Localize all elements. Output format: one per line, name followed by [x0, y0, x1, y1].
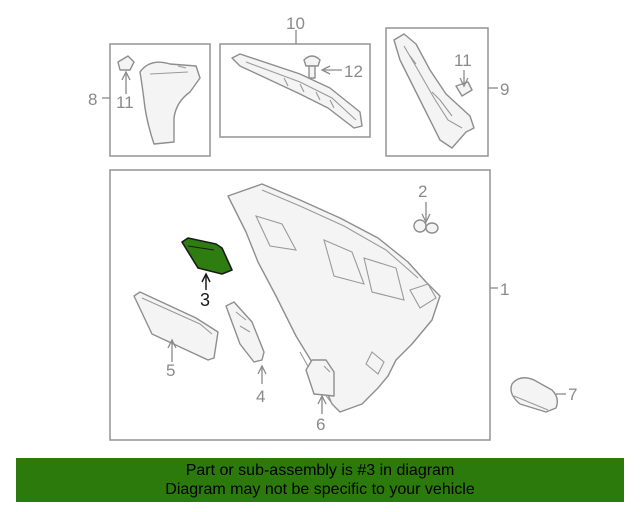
callout-11-left: 11	[116, 93, 134, 112]
callout-10: 10	[286, 14, 305, 33]
callout-5: 5	[166, 361, 175, 380]
callout-12: 12	[344, 62, 363, 81]
callout-1: 1	[500, 280, 509, 299]
callout-2: 2	[418, 182, 427, 201]
banner-line-2: Diagram may not be specific to your vehi…	[165, 481, 475, 498]
callout-9: 9	[500, 80, 509, 99]
pillar-trim-9	[393, 33, 475, 149]
group-box-1	[109, 169, 491, 441]
screw-12	[303, 55, 321, 79]
cover-3-highlighted	[181, 237, 233, 275]
group-box-8	[109, 43, 211, 157]
callout-6: 6	[316, 415, 325, 434]
bracket-4	[225, 301, 265, 363]
banner-line-1: Part or sub-assembly is #3 in diagram	[185, 462, 455, 479]
spoiler-garnish-10	[231, 53, 363, 129]
cover-6	[305, 359, 335, 397]
group-box-10	[219, 43, 371, 138]
clip-11-right	[455, 81, 473, 97]
clip-11-left	[117, 55, 135, 71]
cap-7	[510, 377, 559, 413]
liftgate-trim-panel-1	[227, 183, 441, 413]
storage-lid-5	[133, 291, 219, 361]
info-banner: Part or sub-assembly is #3 in diagram Di…	[16, 458, 624, 502]
callout-4: 4	[256, 387, 265, 406]
fastener-2	[413, 219, 439, 234]
callout-8: 8	[88, 90, 97, 109]
trim-piece-8	[139, 61, 201, 145]
group-box-9	[385, 27, 489, 157]
highlighted-part	[181, 237, 233, 275]
callout-3: 3	[200, 290, 210, 310]
callout-7: 7	[568, 385, 577, 404]
callout-11-right: 11	[454, 51, 472, 70]
